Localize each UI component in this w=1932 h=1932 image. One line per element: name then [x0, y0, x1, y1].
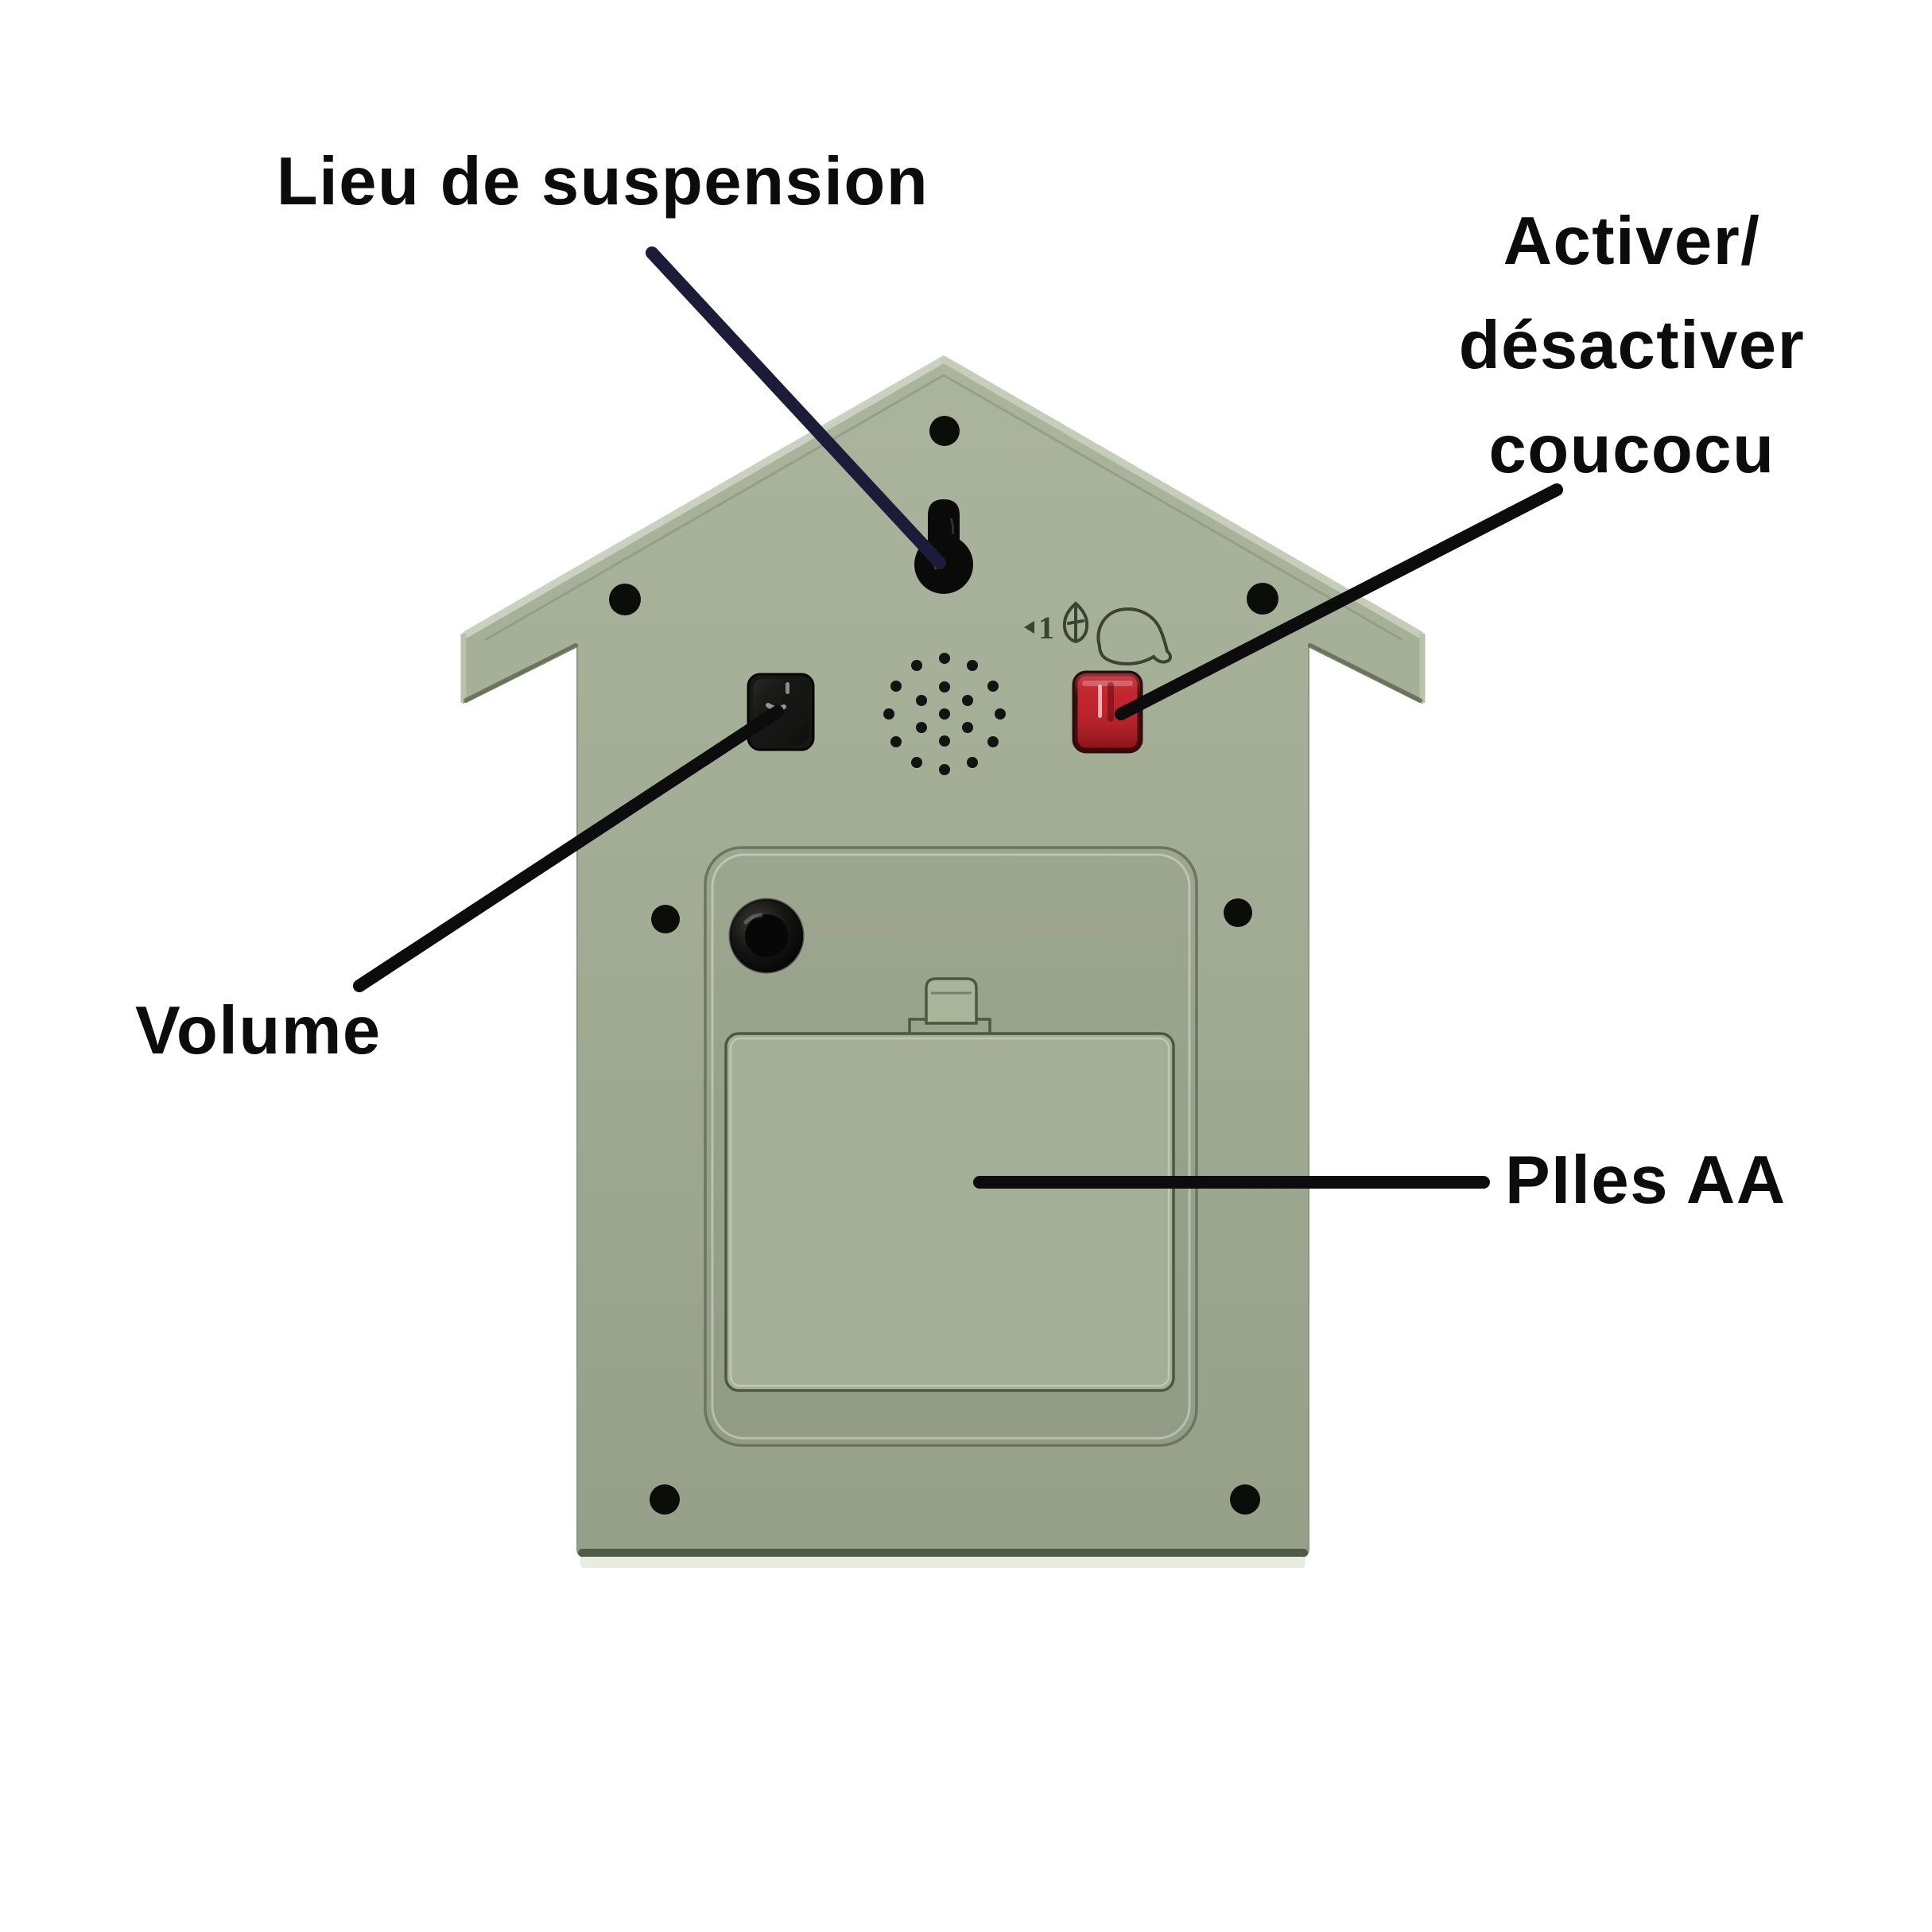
roof-rim-highlight-right [940, 355, 1424, 638]
speaker-grille [883, 653, 1006, 775]
battery-door-tab [925, 977, 978, 1025]
bottom-face-strip [580, 1557, 1305, 1568]
left-triangle-icon [1024, 621, 1034, 634]
cuckoo-toggle-switch [1072, 670, 1143, 754]
leader-line-suspension [646, 246, 946, 569]
leader-line-toggle [1115, 483, 1563, 720]
annotation-lines [353, 246, 1563, 1189]
screws [609, 416, 1278, 1515]
screw-icon [1224, 898, 1252, 927]
label-cuckoo-toggle: Activer/ désactiver coucocu [1458, 204, 1806, 487]
roof-inner-groove-left [484, 374, 945, 642]
roof-rim-highlight-left [462, 355, 948, 638]
label-volume: Volume [135, 993, 382, 1069]
label-aa-batteries: PIles AA [1505, 1143, 1787, 1218]
screw-icon [609, 584, 641, 615]
bird-outline-icon [1096, 607, 1172, 665]
eave-underside-shadow-right [1308, 643, 1422, 703]
leader-line-volume [353, 705, 784, 992]
eave-underside-shadow-left [464, 643, 578, 703]
label-hanging-point: Lieu de suspension [276, 144, 929, 219]
screw-icon [651, 905, 680, 933]
screw-icon [650, 1484, 680, 1515]
roof-inner-groove-right [943, 374, 1403, 642]
engraved-markings: 1 [1024, 601, 1172, 665]
recessed-panel [704, 846, 1198, 1447]
leaf-icon [1062, 601, 1089, 644]
screw-icon [1247, 583, 1278, 615]
mute-number: 1 [1038, 610, 1054, 646]
battery-door [724, 977, 1175, 1392]
time-set-knob [728, 898, 805, 974]
screw-icon [1230, 1484, 1260, 1515]
screw-icon [929, 416, 960, 446]
clock-body [460, 355, 1426, 1568]
